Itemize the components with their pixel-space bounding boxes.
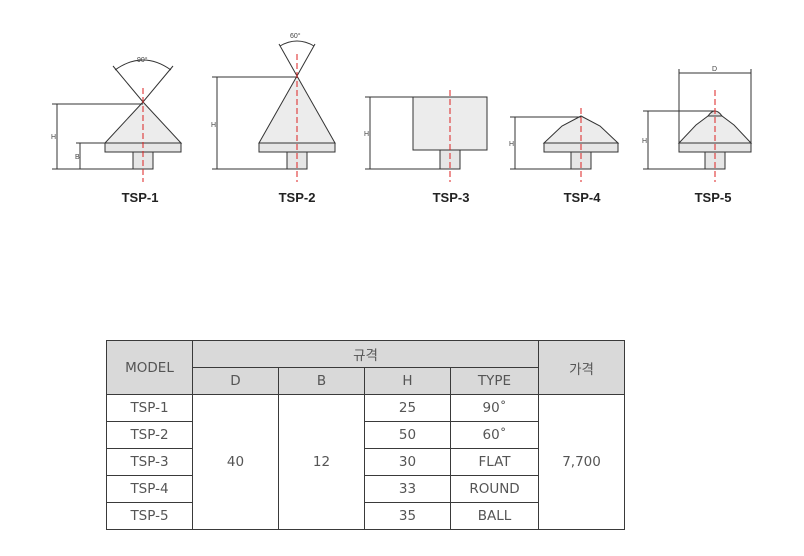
cell-h: 33 [364,475,451,503]
drawing-tsp-1 [52,59,183,182]
cell-b: 12 [278,394,365,530]
tsp-3-dim-h: H [364,131,369,138]
header-h: H [364,367,451,395]
tsp-5-stem [704,151,726,170]
tsp-4-dim-h: H [509,141,514,148]
tsp-2-stem [286,151,308,170]
tsp-1-dim-b: B [75,154,80,161]
drawing-tsp-5 [643,69,753,182]
table-row: TSP-5 35 BALL [106,502,625,530]
spec-table: MODEL 규격 가격 D B H TYPE TSP-1 40 12 25 90… [106,340,626,530]
header-price: 가격 [538,340,626,395]
tsp-5-dim-h: H [642,138,647,145]
tsp-3-body [412,96,488,151]
cell-price: 7,700 [538,394,626,530]
drawing-tsp-2 [212,40,336,182]
tsp-1-angle-label: 90° [137,56,148,64]
header-model: MODEL [106,340,193,395]
caption-tsp-3: TSP-3 [432,190,470,205]
header-d: D [192,367,279,395]
header-spec: 규격 [191,340,540,368]
cell-h: 25 [364,394,451,422]
tsp-2-angle-arc [279,40,315,47]
tsp-1-dim-h: H [51,134,56,141]
cell-model: TSP-4 [106,475,193,503]
product-drawings: 90° H B 60° H H H [51,32,753,182]
tsp-4-stem [570,151,592,170]
cell-model: TSP-2 [106,421,193,449]
cell-type: 60˚ [449,421,540,449]
drawing-tsp-3 [365,90,488,182]
tsp-1-angle-arc [114,59,172,71]
table-row: TSP-2 50 60˚ [106,421,625,449]
cell-h: 30 [364,448,451,476]
cell-h: 35 [364,502,451,530]
cell-model: TSP-1 [106,394,193,422]
tsp-2-angle-label: 60° [290,32,301,40]
cell-model: TSP-5 [106,502,193,530]
header-b: B [278,367,365,395]
cell-d: 40 [192,394,279,530]
table-row: TSP-4 33 ROUND [106,475,625,503]
drawing-tsp-4 [510,108,620,182]
tsp-5-dim-d: D [712,66,717,73]
cell-type: BALL [449,502,540,530]
table-row: TSP-1 40 12 25 90˚ 7,700 [106,394,626,530]
cell-type: FLAT [449,448,540,476]
caption-tsp-1: TSP-1 [121,190,159,205]
tsp-1-angle-lines [112,65,174,103]
cell-type: ROUND [449,475,540,503]
table-row: TSP-3 30 FLAT [106,448,625,476]
cell-type: 90˚ [449,394,540,422]
caption-tsp-2: TSP-2 [278,190,316,205]
caption-tsp-4: TSP-4 [563,190,601,205]
tsp-2-dim-h: H [211,122,216,129]
header-type: TYPE [449,367,540,395]
cell-h: 50 [364,421,451,449]
cell-model: TSP-3 [106,448,193,476]
caption-tsp-5: TSP-5 [694,190,732,205]
